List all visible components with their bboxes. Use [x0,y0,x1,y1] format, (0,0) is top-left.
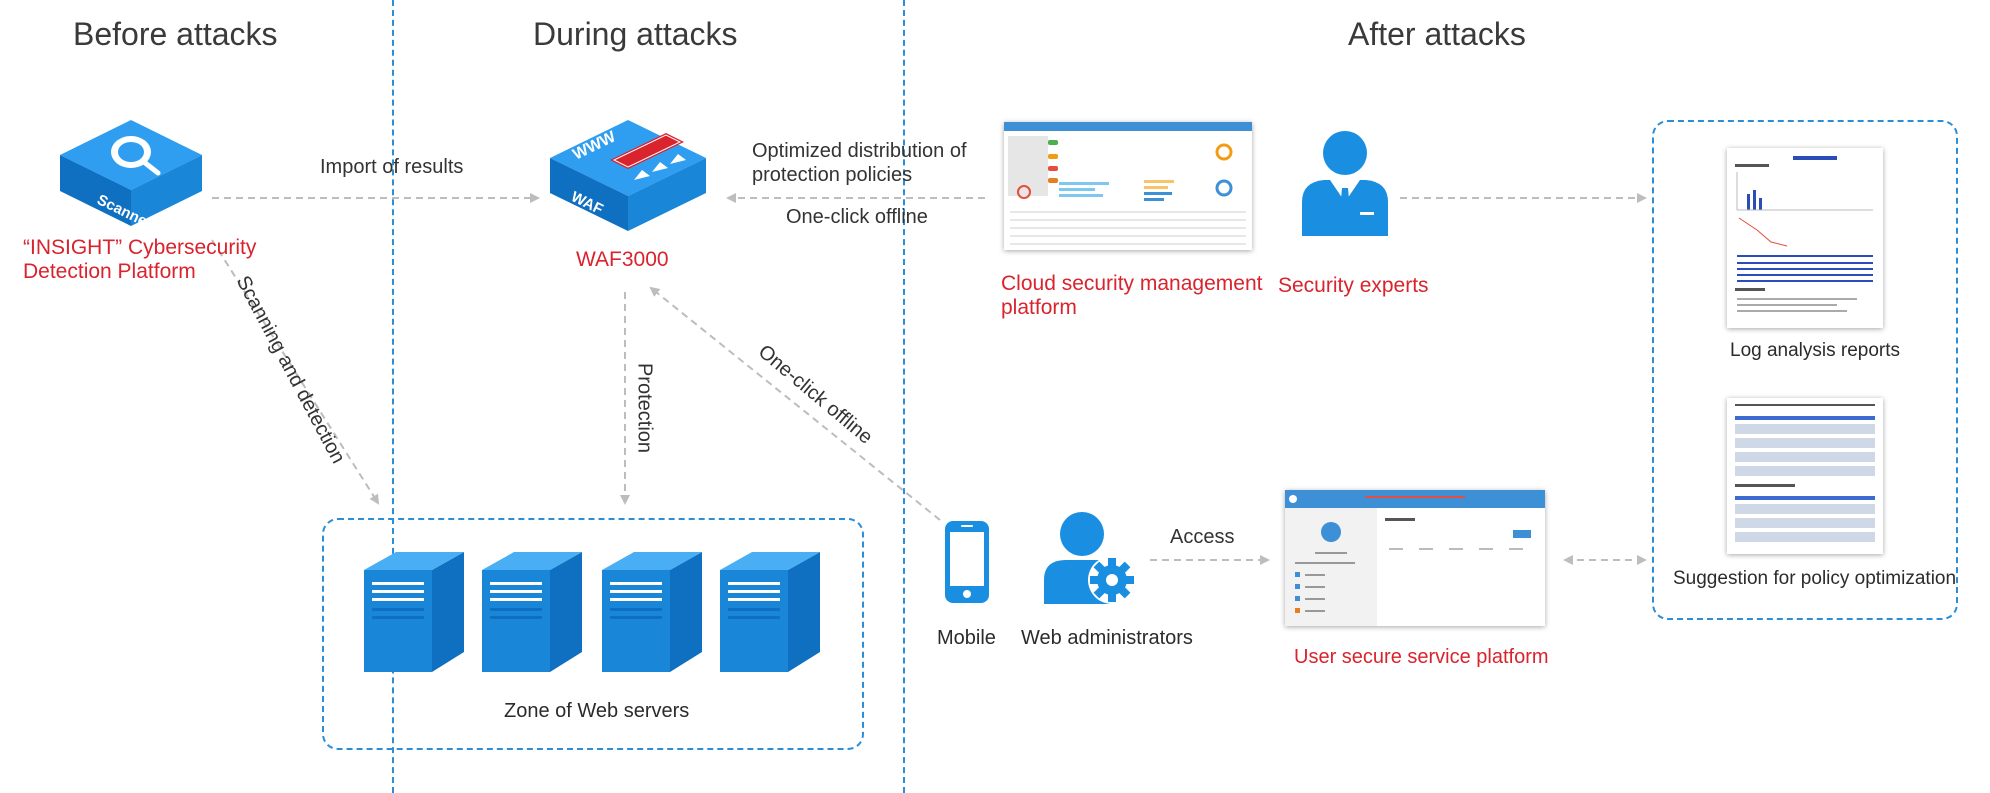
label-optimized-2: protection policies [752,164,913,186]
label-one-click-offline: One-click offline [786,206,928,228]
divider-before-during [392,0,394,793]
label-optimized-1: Optimized distribution of [752,140,967,162]
scanner-device-icon: Scanner [60,120,202,228]
arrow-one-click-offline-diag [649,286,941,521]
phase-before-title: Before attacks [73,16,278,52]
web-admin-gear-icon [1044,512,1136,604]
log-report-document [1727,148,1883,328]
server-icon-3 [602,552,702,672]
arrow-scanning [211,239,380,505]
security-expert-icon [1302,131,1388,236]
cloud-platform-label-2: platform [1001,296,1077,319]
policy-suggestion-document [1727,398,1883,554]
user-platform-label: User secure service platform [1294,646,1549,668]
waf-device-icon: WWW WAF [550,120,706,231]
divider-during-after [903,0,905,793]
policy-suggestion-label: Suggestion for policy optimization [1673,568,1957,589]
web-servers [364,552,820,672]
web-server-zone-label: Zone of Web servers [504,700,690,722]
server-icon-4 [720,552,820,672]
server-icon-1 [364,552,464,672]
scanner-name-line1: “INSIGHT” Cybersecurity [23,236,257,259]
web-server-zone [322,518,864,750]
server-icon-2 [482,552,582,672]
label-import-results: Import of results [320,156,464,178]
cloud-platform-label-1: Cloud security management [1001,272,1263,295]
security-experts-label: Security experts [1278,274,1429,297]
label-protection: Protection [633,362,656,454]
scanner-name-line2: Detection Platform [23,260,196,283]
user-platform-screenshot [1285,490,1545,626]
phase-during-title: During attacks [533,16,738,52]
mobile-label: Mobile [937,627,996,649]
label-access: Access [1170,526,1235,548]
reports-panel [1652,120,1958,620]
log-reports-label: Log analysis reports [1730,340,1901,361]
cloud-platform-screenshot [1004,122,1252,250]
phase-after-title: After attacks [1348,16,1526,52]
mobile-phone-icon [945,521,989,603]
waf-name: WAF3000 [576,248,669,271]
web-admins-label: Web administrators [1021,627,1193,649]
